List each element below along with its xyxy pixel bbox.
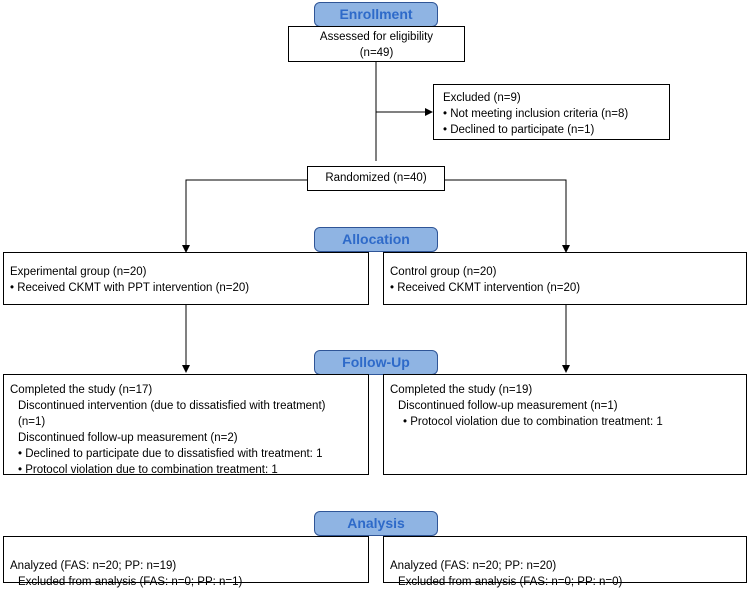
excluded-item: • Declined to participate (n=1) bbox=[443, 124, 595, 136]
randomized-box: Randomized (n=40) bbox=[307, 166, 445, 191]
stage-allocation: Allocation bbox=[314, 227, 438, 252]
experimental-discontinued-intervention: Discontinued intervention (due to dissat… bbox=[18, 400, 326, 412]
control-excluded-from-analysis: Excluded from analysis (FAS: n=0; PP: n=… bbox=[398, 576, 623, 588]
control-group-title: Control group (n=20) bbox=[390, 266, 497, 278]
experimental-analyzed: Analyzed (FAS: n=20; PP: n=19) bbox=[10, 560, 177, 572]
experimental-discontinued-measurement: Discontinued follow-up measurement (n=2) bbox=[18, 432, 238, 444]
experimental-followup-box: Completed the study (n=17) Discontinued … bbox=[3, 374, 369, 476]
assessed-for-eligibility-box: Assessed for eligibility (n=49) bbox=[288, 26, 465, 62]
stage-analysis: Analysis bbox=[314, 511, 438, 536]
experimental-followup-item: • Declined to participate due to dissati… bbox=[18, 448, 323, 460]
excluded-title: Excluded (n=9) bbox=[443, 92, 521, 104]
control-followup-box: Completed the study (n=19) Discontinued … bbox=[383, 374, 747, 475]
control-completed: Completed the study (n=19) bbox=[390, 384, 533, 396]
stage-enrollment: Enrollment bbox=[314, 2, 438, 27]
control-allocation-box: Control group (n=20) • Received CKMT int… bbox=[383, 252, 747, 305]
assessed-count: (n=49) bbox=[359, 47, 394, 59]
control-group-detail: • Received CKMT intervention (n=20) bbox=[390, 282, 581, 294]
assessed-title: Assessed for eligibility bbox=[319, 31, 434, 43]
experimental-analysis-box: Analyzed (FAS: n=20; PP: n=19) Excluded … bbox=[3, 536, 369, 588]
stage-follow-up: Follow-Up bbox=[314, 350, 438, 375]
experimental-completed: Completed the study (n=17) bbox=[10, 384, 153, 396]
randomized-label: Randomized (n=40) bbox=[325, 172, 427, 184]
experimental-excluded-from-analysis: Excluded from analysis (FAS: n=0; PP: n=… bbox=[18, 576, 243, 588]
excluded-box: Excluded (n=9) • Not meeting inclusion c… bbox=[433, 84, 670, 140]
experimental-allocation-box: Experimental group (n=20) • Received CKM… bbox=[3, 252, 369, 305]
experimental-discontinued-intervention-count: (n=1) bbox=[18, 416, 46, 428]
control-followup-item: • Protocol violation due to combination … bbox=[403, 416, 663, 428]
arrow-randomized-to-experimental bbox=[182, 179, 307, 253]
experimental-followup-item: • Protocol violation due to combination … bbox=[18, 464, 278, 476]
control-analyzed: Analyzed (FAS: n=20; PP: n=20) bbox=[390, 560, 557, 572]
excluded-item: • Not meeting inclusion criteria (n=8) bbox=[443, 108, 629, 120]
control-discontinued-measurement: Discontinued follow-up measurement (n=1) bbox=[398, 400, 618, 412]
control-analysis-box: Analyzed (FAS: n=20; PP: n=20) Excluded … bbox=[383, 536, 747, 588]
experimental-group-title: Experimental group (n=20) bbox=[10, 266, 147, 278]
experimental-group-detail: • Received CKMT with PPT intervention (n… bbox=[10, 282, 250, 294]
arrow-randomized-to-control bbox=[445, 179, 570, 253]
